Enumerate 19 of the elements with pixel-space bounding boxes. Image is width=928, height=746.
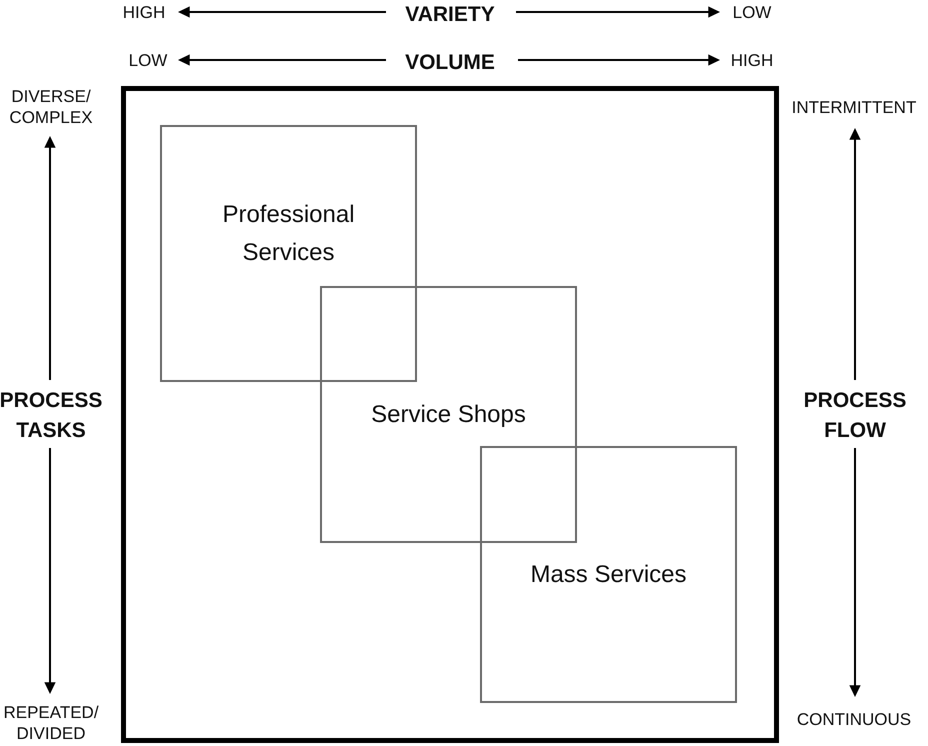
axis-label: PROCESS TASKS <box>0 388 104 444</box>
axis-label: LOW <box>128 50 168 71</box>
axis-label: INTERMITTENT <box>790 97 918 118</box>
category-box <box>320 286 577 543</box>
axis-label: VOLUME <box>404 50 496 76</box>
category-box <box>160 125 417 382</box>
axis-label: HIGH <box>122 2 166 23</box>
axis-label: REPEATED/ DIVIDED <box>2 702 100 744</box>
axis-label: VARIETY <box>404 2 496 28</box>
category-box <box>480 446 737 703</box>
box-label: Mass Services <box>529 560 688 590</box>
axis-label: LOW <box>732 2 772 23</box>
chart-frame <box>121 86 779 743</box>
axis-label: DIVERSE/ COMPLEX <box>8 86 94 128</box>
box-label: Service Shops <box>370 400 527 430</box>
axis-label: HIGH <box>730 50 774 71</box>
box-label: Professional Services <box>221 200 356 268</box>
axis-label: CONTINUOUS <box>796 709 912 730</box>
axis-label: PROCESS FLOW <box>802 388 908 444</box>
